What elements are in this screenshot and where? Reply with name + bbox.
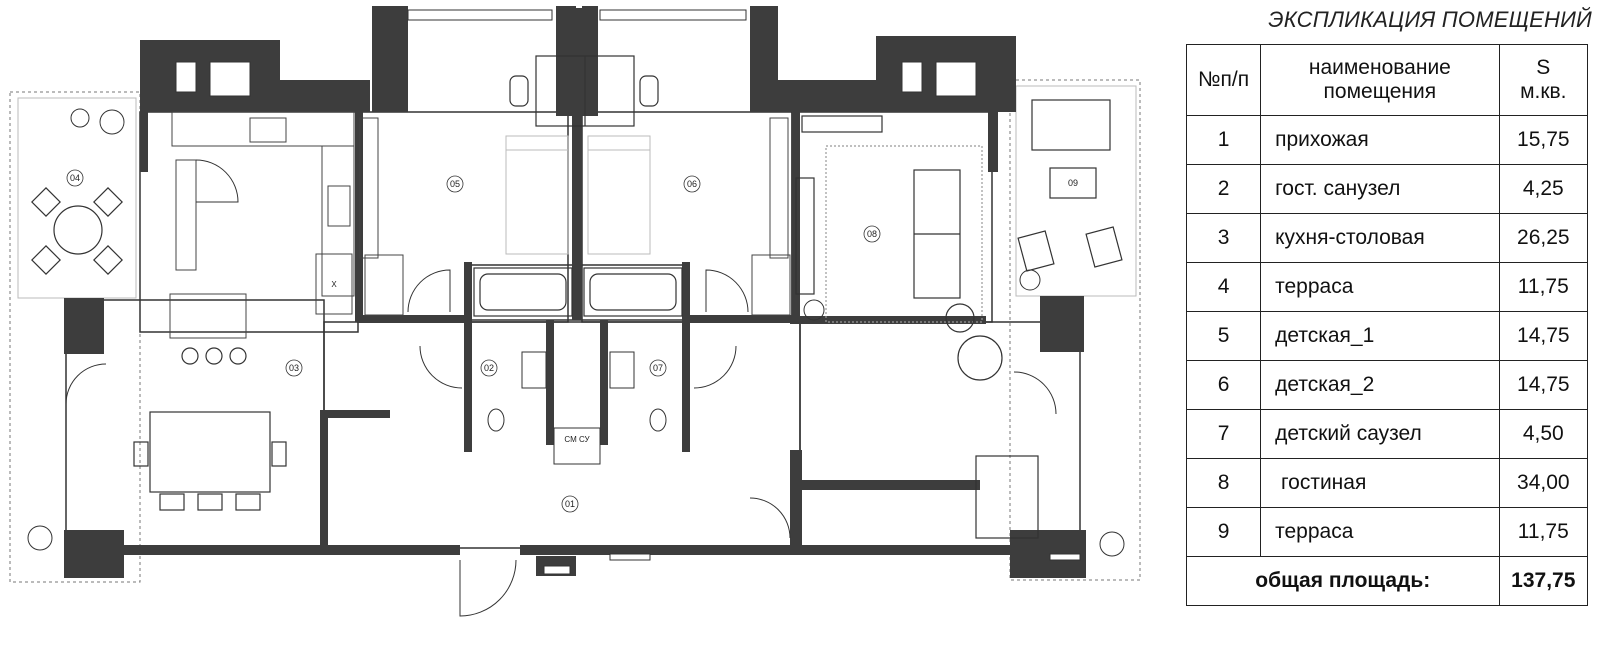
row-area: 4,25 — [1498, 164, 1589, 214]
room-schedule: ЭКСПЛИКАЦИЯ ПОМЕЩЕНИЙ №п/п наименование … — [1185, 4, 1592, 606]
row-area: 14,75 — [1498, 311, 1589, 361]
dining-table — [133, 347, 287, 511]
room-label-03: 03 — [289, 363, 299, 373]
table-row: 6 детская_2 14,75 — [1185, 360, 1589, 410]
floor-plan: 01 02 03 04 05 06 07 08 09 СМ СУ X — [9, 6, 1141, 617]
row-num: 8 — [1185, 458, 1262, 508]
total-label: общая площадь: — [1186, 556, 1500, 606]
terrace-loungers — [1017, 226, 1123, 272]
row-area: 34,00 — [1498, 458, 1589, 508]
terrace-outlines — [9, 79, 1141, 583]
kitchen-mark: X — [331, 280, 337, 289]
row-num: 1 — [1185, 115, 1262, 165]
row-area: 14,75 — [1498, 360, 1589, 410]
table-row: 3 кухня-столовая 26,25 — [1185, 213, 1589, 263]
room-label-07: 07 — [653, 363, 663, 373]
row-num: 6 — [1185, 360, 1262, 410]
schedule-title: ЭКСПЛИКАЦИЯ ПОМЕЩЕНИЙ — [1268, 7, 1592, 32]
total-row: общая площадь: 137,75 — [1186, 556, 1589, 606]
header-area-line1: S — [1536, 56, 1551, 79]
living-room-furniture — [795, 99, 1111, 539]
row-area: 11,75 — [1498, 507, 1589, 557]
table-row: 8 гостиная 34,00 — [1185, 458, 1589, 508]
header-area: S м.кв. — [1498, 44, 1589, 116]
table-row: 1 прихожая 15,75 — [1185, 115, 1589, 165]
table-row: 7 детский саузел 4,50 — [1185, 409, 1589, 459]
header-area-line2: м.кв. — [1520, 80, 1567, 103]
row-name: терраса — [1260, 262, 1500, 312]
row-num: 5 — [1185, 311, 1262, 361]
row-area: 15,75 — [1498, 115, 1589, 165]
windows — [175, 9, 1081, 575]
bathtubs — [473, 267, 683, 317]
row-num: 7 — [1185, 409, 1262, 459]
room-label-04: 04 — [70, 173, 80, 183]
bathroom-fixtures — [487, 351, 667, 465]
header-num: №п/п — [1185, 44, 1262, 116]
kids-desk — [509, 55, 659, 127]
row-num: 2 — [1185, 164, 1262, 214]
row-num: 9 — [1185, 507, 1262, 557]
row-num: 3 — [1185, 213, 1262, 263]
row-name: гост. санузел — [1260, 164, 1500, 214]
row-name: детская_1 — [1260, 311, 1500, 361]
terrace-table — [31, 187, 123, 275]
header-name-line1: наименование — [1308, 56, 1451, 79]
row-name: кухня-столовая — [1260, 213, 1500, 263]
header-name: наименование помещения — [1260, 44, 1500, 116]
row-area: 11,75 — [1498, 262, 1589, 312]
table-row: 2 гост. санузел 4,25 — [1185, 164, 1589, 214]
row-name: гостиная — [1260, 458, 1500, 508]
room-numbers: 01 02 03 04 05 06 07 08 09 СМ СУ X — [66, 169, 1078, 513]
room-label-05: 05 — [450, 179, 460, 189]
header-name-line2: помещения — [1323, 80, 1437, 103]
door-swings — [65, 159, 1057, 617]
table-row: 4 терраса 11,75 — [1185, 262, 1589, 312]
row-name: детский саузел — [1260, 409, 1500, 459]
closet-label: СМ СУ — [564, 435, 590, 444]
row-name: прихожая — [1260, 115, 1500, 165]
table-row: 5 детская_1 14,75 — [1185, 311, 1589, 361]
structural-walls — [64, 6, 1086, 578]
schedule-table: №п/п наименование помещения S м.кв. 1 пр… — [1185, 44, 1589, 606]
wardrobes — [359, 117, 791, 316]
room-label-09: 09 — [1068, 178, 1078, 188]
schedule-header-row: №п/п наименование помещения S м.кв. — [1185, 44, 1589, 116]
total-value: 137,75 — [1498, 556, 1589, 606]
kitchen-counter — [169, 111, 355, 339]
room-label-01: 01 — [565, 499, 575, 509]
beds — [505, 135, 651, 255]
table-row: 9 терраса 11,75 — [1185, 507, 1589, 557]
room-label-02: 02 — [484, 363, 494, 373]
room-label-06: 06 — [687, 179, 697, 189]
row-name: терраса — [1260, 507, 1500, 557]
row-area: 26,25 — [1498, 213, 1589, 263]
row-name: детская_2 — [1260, 360, 1500, 410]
room-label-08: 08 — [867, 229, 877, 239]
row-num: 4 — [1185, 262, 1262, 312]
row-area: 4,50 — [1498, 409, 1589, 459]
plants — [27, 108, 1125, 557]
